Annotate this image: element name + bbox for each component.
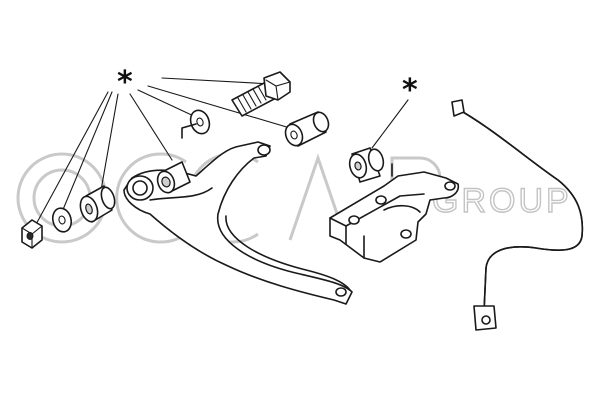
bolt	[231, 71, 291, 117]
bracket-hole-4	[444, 181, 456, 191]
control-arm-flange	[225, 215, 351, 291]
watermark-letter-c1	[115, 152, 187, 244]
control-arm	[123, 123, 353, 305]
asterisk-marker-left: *	[117, 65, 133, 100]
stabilizer-bar-end	[451, 99, 465, 117]
bracket-saddle	[383, 204, 421, 213]
bracket-bushing	[348, 147, 385, 183]
bushing-sleeve	[284, 111, 330, 147]
bracket-side	[345, 225, 365, 259]
bracket-body	[329, 171, 460, 263]
bracket-edge	[329, 193, 425, 227]
leader-lines-left	[33, 77, 291, 229]
control-arm-guide	[181, 123, 197, 139]
bracket-hole-2	[348, 215, 360, 225]
washer-upper	[189, 109, 211, 135]
arm-end-pin	[257, 144, 271, 156]
asterisk-marker-right: *	[402, 73, 418, 108]
washer-left	[51, 207, 73, 233]
control-arm-body	[123, 141, 353, 305]
stabilizer-link-hole	[481, 315, 491, 325]
nut	[21, 219, 43, 249]
arm-front-eye	[126, 175, 154, 201]
control-arm-rib	[149, 187, 213, 201]
stabilizer-bar-fill	[455, 107, 584, 313]
bracket-hole-1	[375, 195, 387, 205]
bushing-left	[79, 185, 116, 223]
arm-rear-bushing	[156, 161, 191, 194]
mounting-bracket	[329, 163, 460, 263]
bracket-hole-3	[400, 229, 412, 239]
stabilizer-bar	[451, 99, 584, 331]
ball-joint-hole	[335, 287, 347, 297]
leader-line-right	[371, 99, 409, 149]
watermark-letter-a	[288, 153, 348, 241]
